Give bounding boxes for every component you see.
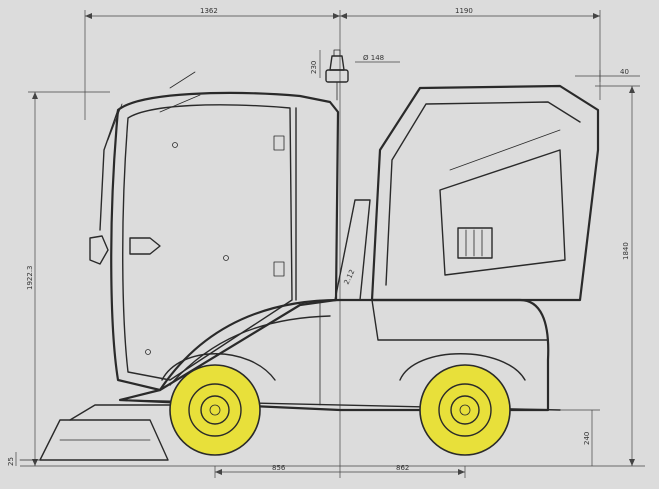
dim-beacon-height: 230 [310,61,318,74]
beacon-light [325,49,349,101]
cab [89,71,340,392]
dim-rear-offset: 40 [620,68,629,76]
dim-top-right: 1190 [455,7,473,15]
chassis [118,199,561,412]
front-broom [19,404,171,461]
rear-wheel [419,364,511,456]
dim-rear-height: 1840 [622,242,630,260]
dim-total-height: 1922.3 [26,266,34,291]
dimension-labels: 1362 1190 230 Ø 148 40 1922.3 1840 240 8… [7,7,630,472]
dim-beacon-diameter: Ø 148 [363,54,384,62]
dimension-lines [15,10,645,478]
dim-top-left: 1362 [200,7,218,15]
dim-rear-axle: 862 [396,464,409,472]
hopper [370,84,600,341]
dim-front-axle: 856 [272,464,286,472]
dim-ground-clearance: 240 [583,432,591,445]
dim-left-small: 25 [7,457,15,466]
dim-cab-label: 2.12 [343,268,357,286]
front-wheel [169,364,261,456]
